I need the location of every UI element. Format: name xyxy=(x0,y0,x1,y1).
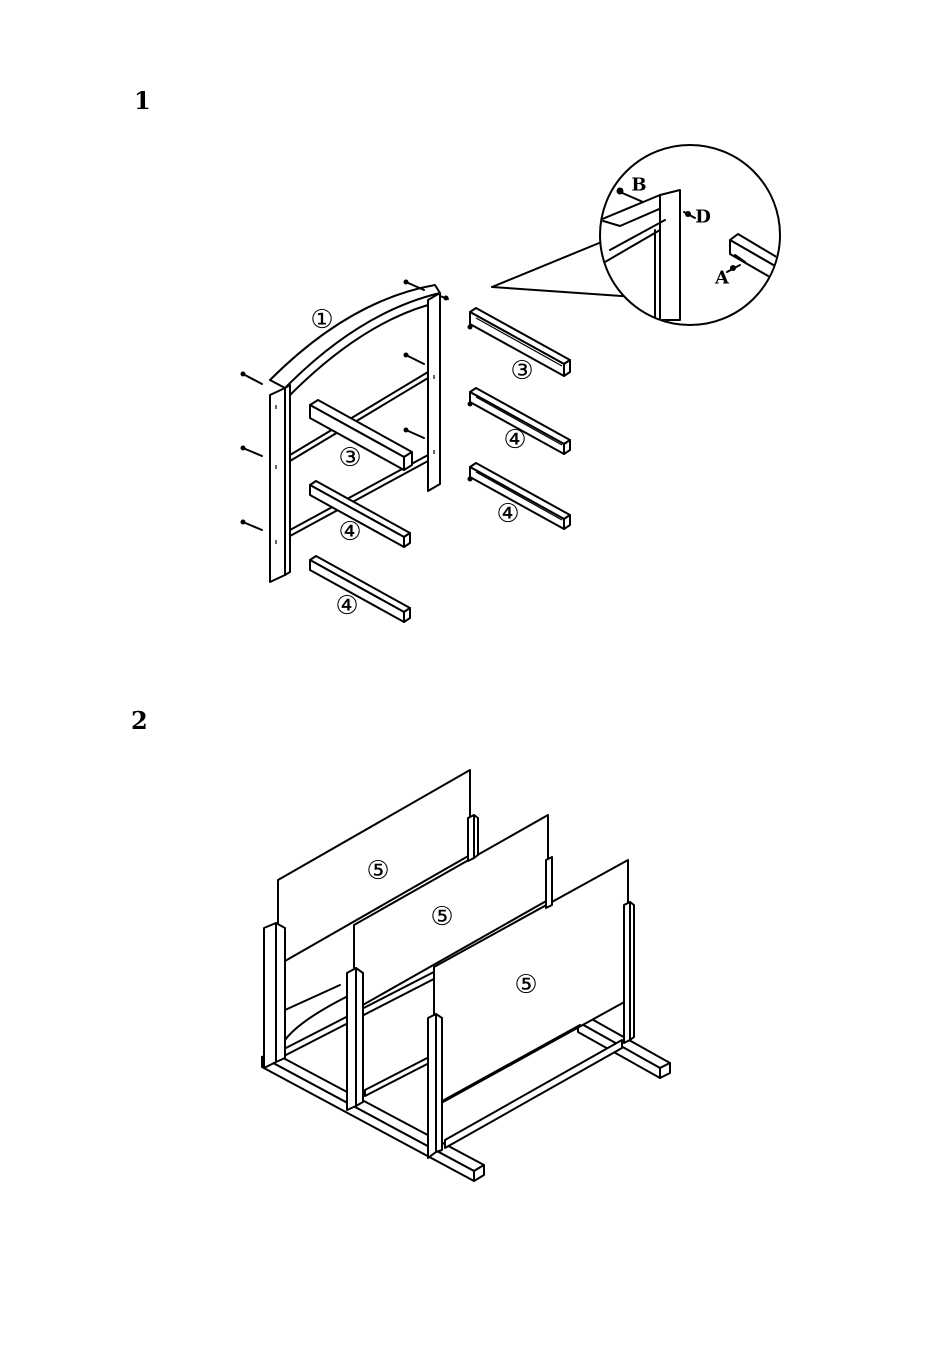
dowel-icon xyxy=(468,402,473,407)
screw-icon xyxy=(241,520,263,531)
part-label: ④ xyxy=(338,517,361,547)
part-label: ⑤ xyxy=(514,970,537,1000)
screw-icon xyxy=(440,296,449,301)
detail-letter-d: D xyxy=(695,207,711,228)
screw-icon xyxy=(241,446,263,457)
rail-4-front-b xyxy=(310,556,410,622)
screw-icon xyxy=(404,428,425,439)
part-label: ④ xyxy=(335,591,358,621)
dowel-icon xyxy=(468,325,473,330)
part-label: ④ xyxy=(503,425,526,455)
post-back-b xyxy=(546,857,552,908)
part-label: ① xyxy=(310,305,333,335)
post-middle-left xyxy=(347,968,363,1110)
part-label: ③ xyxy=(510,356,533,386)
screw-icon xyxy=(404,353,425,365)
step-1-illustration: B D A ① ③ ④ ④ ③ ④ ④ xyxy=(241,145,791,622)
screw-icon xyxy=(241,372,263,385)
post-left-front xyxy=(264,923,285,1068)
post-back-c xyxy=(624,902,634,1043)
detail-callout-circle: B D A xyxy=(600,145,790,325)
post-middle-right xyxy=(428,1014,442,1158)
detail-letter-a: A xyxy=(714,268,730,289)
part-label: ④ xyxy=(496,499,519,529)
detail-letter-b: B xyxy=(631,175,646,196)
dowel-icon xyxy=(468,477,473,482)
part-label: ⑤ xyxy=(430,902,453,932)
part-label: ⑤ xyxy=(366,856,389,886)
part-label: ③ xyxy=(338,443,361,473)
post-back-a xyxy=(468,815,478,861)
screw-icon xyxy=(404,280,425,291)
step-2-illustration: ⑤ ⑤ ⑤ xyxy=(262,770,670,1181)
